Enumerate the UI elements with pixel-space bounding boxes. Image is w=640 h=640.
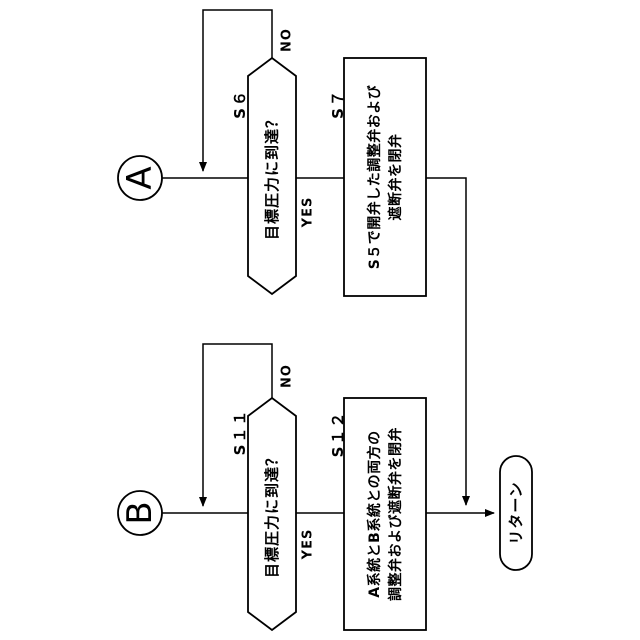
s11-no-label: NO	[280, 364, 295, 388]
s12-step-id: S１２	[329, 411, 347, 458]
s12-process-box	[344, 398, 426, 630]
s7-step-id: S７	[329, 89, 347, 119]
connector-b-label: B	[120, 501, 160, 524]
s7-process-box	[344, 58, 426, 296]
s12-text-line2: 調整弁および遮断弁を閉弁	[387, 427, 404, 601]
flow-s7-to-return	[426, 178, 466, 505]
s7-text-line2: 遮断弁を閉弁	[387, 134, 404, 221]
s11-step-id: S１１	[231, 409, 249, 456]
s6-no-label: NO	[280, 28, 295, 52]
s6-step-id: S６	[231, 89, 249, 119]
s6-question: 目標圧力に到達？	[263, 112, 281, 240]
s11-question: 目標圧力に到達？	[263, 450, 281, 578]
connector-a-label: A	[120, 166, 160, 189]
s6-yes-label: YES	[301, 197, 316, 229]
s12-text-line1: A系統とB系統との両方の	[366, 430, 383, 597]
s11-yes-label: YES	[301, 529, 316, 561]
return-label: リターン	[507, 481, 525, 544]
s7-text-line1: S５で開弁した調整弁および	[366, 84, 383, 269]
